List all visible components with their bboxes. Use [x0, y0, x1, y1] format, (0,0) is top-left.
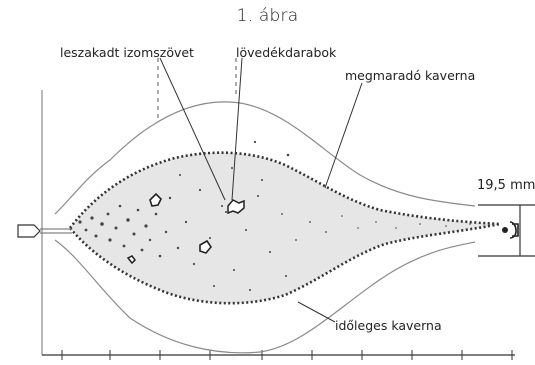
bullet-track [40, 229, 72, 233]
permanent-cavity-fill [70, 153, 500, 304]
label-permanent-cavity: megmaradó kaverna [345, 68, 475, 83]
measurement-label: 19,5 mm [477, 178, 535, 193]
projectile-icon [18, 225, 40, 237]
label-torn-muscle: leszakadt izomszövet [60, 45, 194, 60]
label-guides [158, 58, 236, 118]
label-temporary-cavity: időleges kaverna [335, 318, 442, 333]
exit-point [502, 222, 518, 238]
label-bullet-fragments: lövedékdarabok [236, 45, 336, 60]
